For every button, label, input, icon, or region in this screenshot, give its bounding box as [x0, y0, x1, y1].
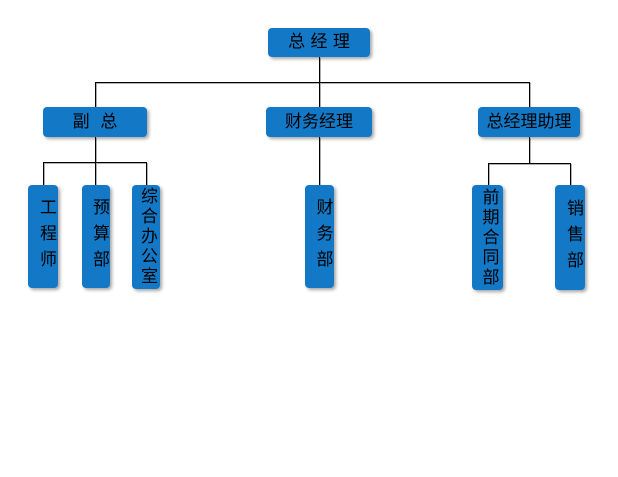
connector-gm-assistant-drop [529, 82, 530, 107]
org-node-engineer: 工程师 [28, 185, 58, 288]
connector-left-group-horizontal [43, 162, 146, 163]
org-node-budget-dept: 预算部 [82, 185, 110, 288]
connector-sales-dept-drop [570, 163, 571, 185]
connector-pre-contract-drop [488, 163, 489, 185]
org-node-pre-contract-dept: 前期合同部 [472, 185, 503, 290]
connector-engineer-drop [43, 162, 44, 185]
org-node-gm-assistant: 总经理助理 [478, 107, 580, 137]
connector-right-group-horizontal [488, 163, 570, 164]
org-node-general-manager: 总 经 理 [268, 28, 370, 57]
connector-general-office-drop [146, 162, 147, 185]
org-node-deputy-gm: 副 总 [43, 107, 147, 137]
connector-deputy-gm-drop [95, 82, 96, 107]
org-node-finance-dept: 财务部 [305, 185, 334, 288]
connector-level2-horizontal [95, 82, 530, 83]
connector-finance-dept-stem [319, 137, 320, 185]
connector-gm-assistant-stem [529, 137, 530, 163]
connector-root-drop [319, 57, 320, 82]
connector-finance-manager-drop [319, 82, 320, 107]
connector-budget-dept-drop [95, 162, 96, 185]
org-node-general-office: 综合办公室 [132, 185, 160, 289]
org-node-sales-dept: 销售部 [555, 185, 585, 290]
org-node-finance-manager: 财务经理 [266, 107, 372, 137]
connector-deputy-gm-stem [95, 137, 96, 162]
